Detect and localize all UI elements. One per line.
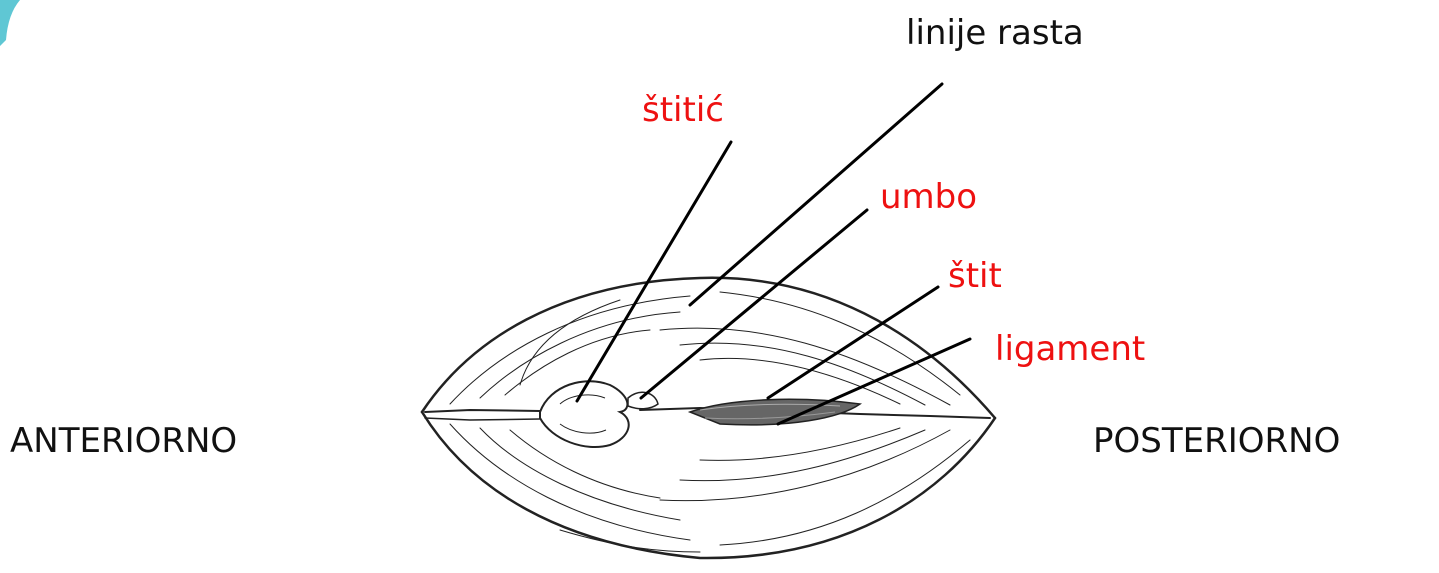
- leader-lines: [577, 84, 970, 424]
- leader-line-stitic: [577, 142, 731, 401]
- ligament-region: [690, 399, 860, 425]
- label-ligament: ligament: [995, 332, 1145, 366]
- leader-line-ligament: [778, 339, 970, 424]
- slide-accent-corner: [0, 0, 20, 46]
- label-anterior: ANTERIORNO: [10, 424, 237, 458]
- label-growth-lines: linije rasta: [906, 16, 1084, 50]
- label-posterior: POSTERIORNO: [1093, 424, 1340, 458]
- label-umbo: umbo: [880, 180, 977, 214]
- label-lunule: štitić: [642, 93, 724, 127]
- label-escutcheon: štit: [948, 259, 1002, 293]
